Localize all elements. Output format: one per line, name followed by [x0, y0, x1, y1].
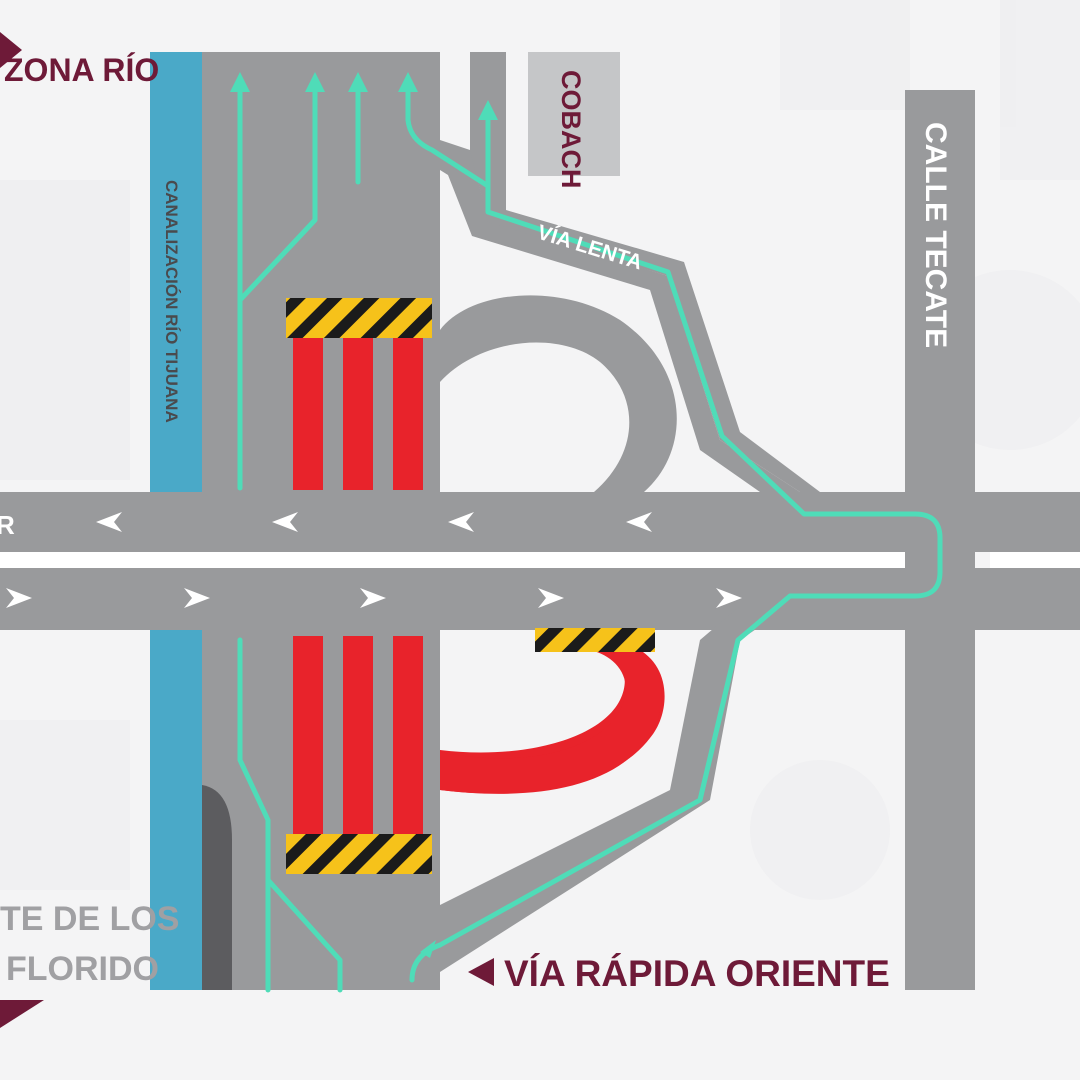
via-rapida-oriente-label: VÍA RÁPIDA ORIENTE: [504, 953, 890, 994]
up-arrow-icon: [348, 72, 368, 92]
lane-arrow-south-1: [237, 637, 271, 993]
south-loop-ramp-closed-inner: [440, 650, 662, 794]
right-chevron-icon: [184, 588, 210, 608]
left-triangle-icon: [468, 958, 494, 986]
corner-triangle-top-left: [0, 32, 22, 68]
up-arrow-icon: [478, 100, 498, 120]
left-chevron-icon: [448, 512, 474, 532]
corner-triangle-bottom-left: [0, 1000, 44, 1028]
up-arrow-icon: [305, 72, 325, 92]
left-chevron-icon: [626, 512, 652, 532]
dark-service-lane: [202, 785, 232, 990]
eastwest-avenue-north: [0, 492, 1080, 552]
right-chevron-icon: [538, 588, 564, 608]
cobach-label: COBACH: [556, 70, 586, 189]
zona-rio-label: ZONA RÍO: [4, 52, 159, 88]
westbound-arrows: [96, 512, 652, 532]
barrier-south: [286, 834, 432, 874]
canal-label: CANALIZACIÓN RÍO TIJUANA: [162, 180, 181, 423]
lane-arrow-4: [405, 77, 491, 189]
background-watermark: [0, 0, 1080, 900]
lane-arrow-2: [237, 77, 318, 303]
calle-tecate-label: CALLE TECATE: [919, 122, 952, 348]
avenue-divider: [0, 552, 905, 568]
up-arrow-icon: [230, 72, 250, 92]
cobach-building: [528, 52, 620, 176]
up-arrow-icon: [398, 72, 418, 92]
lane-arrow-south-2: [265, 877, 343, 993]
bottom-left-label-line2: FLORIDO: [6, 950, 159, 988]
left-chevron-icon: [272, 512, 298, 532]
barrier-north: [286, 298, 432, 338]
left-road-fragment-label: R: [0, 510, 15, 540]
left-chevron-icon: [96, 512, 122, 532]
up-arrow-icon: [420, 940, 436, 958]
right-chevron-icon: [360, 588, 386, 608]
barrier-south-ramp: [535, 628, 655, 652]
via-lenta-road: [440, 140, 800, 492]
right-chevron-icon: [6, 588, 32, 608]
lane-arrowheads: [230, 72, 498, 958]
closed-lanes-south: [293, 636, 423, 836]
south-ramp-road: [440, 606, 790, 972]
eastbound-arrows: [6, 588, 742, 608]
bottom-left-label-line1: TE DE LOS: [0, 900, 179, 938]
eastwest-avenue-south: [0, 568, 1080, 630]
avenue-divider-east: [990, 552, 1080, 568]
north-loop-ramp: [440, 295, 677, 492]
closed-lanes-north: [293, 338, 423, 490]
right-chevron-icon: [716, 588, 742, 608]
